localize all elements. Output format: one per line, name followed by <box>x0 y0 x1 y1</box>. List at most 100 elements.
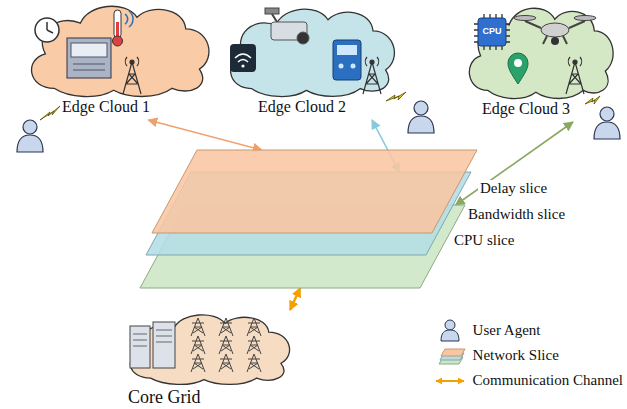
slice-label: Bandwidth slice <box>466 206 567 223</box>
shape-path <box>441 330 459 341</box>
shape-circle <box>370 60 374 64</box>
shape-g <box>130 315 289 385</box>
shape-g <box>123 57 141 94</box>
shape-rect <box>153 322 175 368</box>
shape-ellipse <box>514 16 536 21</box>
shape-circle <box>514 59 522 67</box>
legend: User AgentNetwork SliceCommunication Cha… <box>433 318 623 393</box>
shape-path <box>219 354 233 372</box>
shape-polygon <box>152 150 477 233</box>
user-agent <box>594 107 620 139</box>
shape-circle <box>573 60 577 64</box>
shape-circle <box>297 32 309 44</box>
shape-path <box>219 336 233 354</box>
shape-path <box>247 318 261 336</box>
edge-cloud: Edge Cloud 2 <box>215 0 410 120</box>
cloud-label: Edge Cloud 1 <box>62 98 150 116</box>
shape-rect <box>130 326 150 368</box>
shape-polygon <box>140 205 465 288</box>
shape-path <box>408 116 434 133</box>
shape-rect <box>333 40 361 80</box>
wireless-bolt <box>40 106 60 120</box>
shape-path <box>566 62 584 94</box>
shape-path <box>47 22 53 33</box>
shape-circle <box>130 60 134 64</box>
shape-path <box>272 14 277 22</box>
shape-rect <box>478 18 506 46</box>
shape-path <box>125 11 133 27</box>
shape-circle <box>113 36 123 46</box>
chip-label: CPU <box>478 26 506 37</box>
network-slice-symbol <box>433 343 467 368</box>
shape-g <box>231 9 395 96</box>
shape-path <box>125 57 138 66</box>
legend-text: User Agent <box>473 322 541 339</box>
shape-g <box>363 57 381 94</box>
shape-g <box>32 6 209 96</box>
slice-label: CPU slice <box>452 232 516 249</box>
shape-path <box>508 53 528 84</box>
shape-path <box>17 135 43 152</box>
user-agent-symbol <box>433 318 467 343</box>
shape-path <box>247 354 261 372</box>
legend-text: Network Slice <box>473 347 559 364</box>
shape-path <box>32 6 209 96</box>
shape-ellipse <box>574 16 596 21</box>
shape-circle <box>339 64 344 69</box>
shape-circle <box>23 120 37 134</box>
shape-path <box>133 330 172 346</box>
shape-polygon <box>146 172 471 255</box>
shape-path <box>73 64 105 70</box>
legend-row: Communication Channel <box>433 368 623 393</box>
user-agent <box>408 101 434 133</box>
shape-path <box>191 336 205 354</box>
slice-label: Delay slice <box>478 180 549 197</box>
shape-path <box>191 318 205 336</box>
shape-rect <box>71 43 107 57</box>
legend-row: Network Slice <box>433 343 623 368</box>
shape-circle <box>414 101 428 115</box>
legend-text: Communication Channel <box>473 372 623 389</box>
shape-path <box>568 57 581 66</box>
shape-path <box>123 62 141 94</box>
wireless-bolt <box>386 92 406 101</box>
shape-path <box>231 9 395 96</box>
shape-g <box>469 8 613 98</box>
cloud-label: Core Grid <box>128 387 200 408</box>
delay-slice: Delay slice <box>140 150 560 233</box>
shape-path <box>525 21 585 44</box>
shape-path <box>365 57 378 66</box>
channel-symbol <box>433 368 467 393</box>
shape-path <box>191 354 205 372</box>
user-agent <box>17 120 43 152</box>
channel-connector <box>148 120 262 150</box>
channel-connector <box>290 288 300 310</box>
core-grid-cloud: Core Grid <box>115 310 300 409</box>
shape-path <box>436 380 464 382</box>
shape-path <box>235 54 251 62</box>
cloud-label: Edge Cloud 2 <box>258 98 346 116</box>
shape-path <box>474 14 510 50</box>
wireless-bolt <box>585 96 600 104</box>
shape-rect <box>265 8 279 14</box>
shape-rect <box>230 44 256 72</box>
edge-cloud: Edge Cloud 1 <box>15 0 220 120</box>
shape-circle <box>600 107 614 121</box>
shape-path <box>363 62 381 94</box>
shape-circle <box>35 18 59 42</box>
shape-rect <box>67 38 111 78</box>
shape-path <box>469 8 613 98</box>
shape-circle <box>551 37 559 45</box>
shape-rect <box>337 45 357 55</box>
shape-circle <box>445 320 455 330</box>
shape-circle <box>351 64 356 69</box>
shape-path <box>219 318 233 336</box>
legend-row: User Agent <box>433 318 623 343</box>
shape-path <box>130 315 289 385</box>
edge-cloud: Edge Cloud 3 <box>455 0 620 122</box>
shape-path <box>247 336 261 354</box>
channel-connector <box>456 122 573 205</box>
shape-circle <box>241 64 244 67</box>
shape-polygon <box>441 349 465 356</box>
cloud-label: Edge Cloud 3 <box>482 100 570 118</box>
